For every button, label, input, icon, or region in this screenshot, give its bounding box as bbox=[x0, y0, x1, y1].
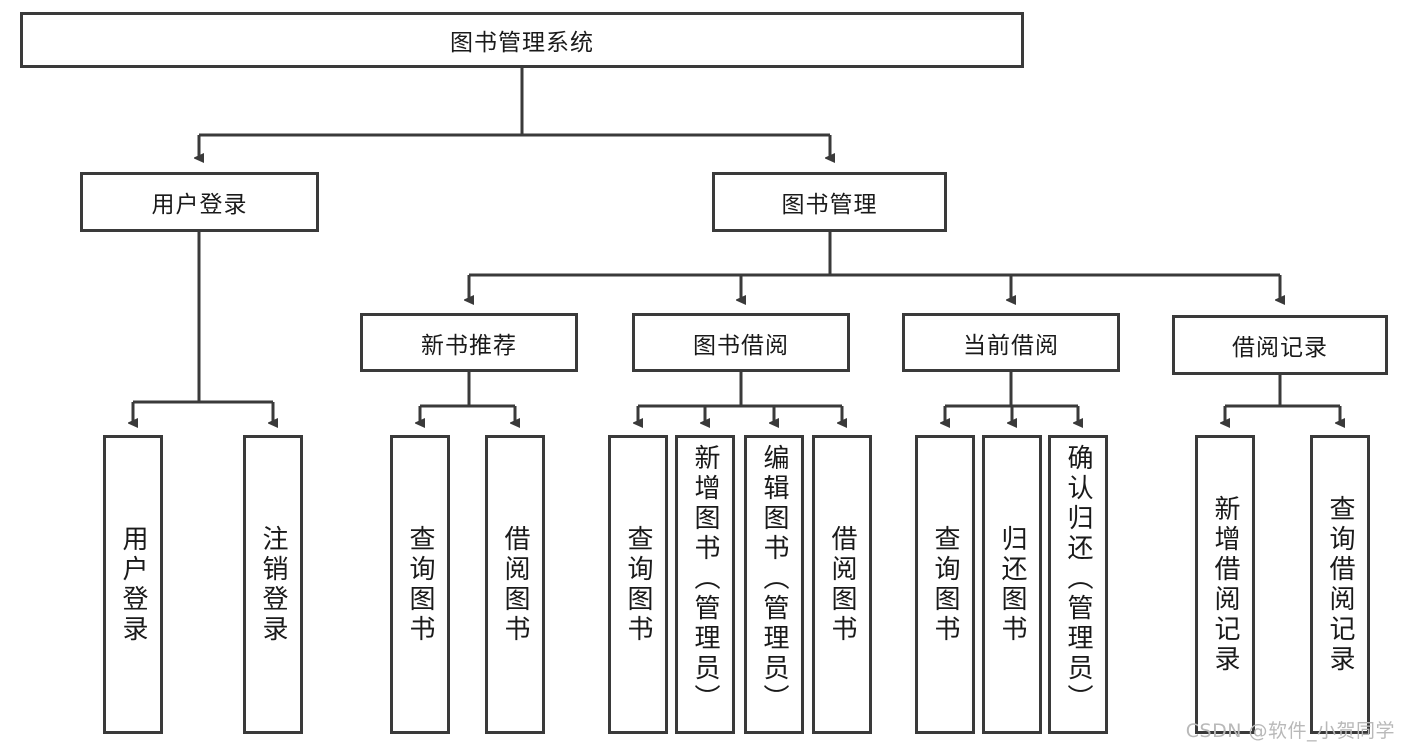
node-book-management[interactable]: 图书管理 bbox=[712, 172, 947, 232]
node-book-management-system[interactable]: 图书管理系统 bbox=[20, 12, 1024, 68]
node-label: 查询借阅记录 bbox=[1325, 494, 1356, 675]
node-borrow-record[interactable]: 借阅记录 bbox=[1172, 315, 1388, 375]
node-new-book-recommend[interactable]: 新书推荐 bbox=[360, 313, 578, 372]
node-leaf-edit-book[interactable]: 编辑图书（管理员） bbox=[744, 435, 804, 734]
node-leaf-user-login[interactable]: 用户登录 bbox=[103, 435, 163, 734]
node-label: 注销登录 bbox=[258, 524, 289, 645]
node-label: 用户登录 bbox=[151, 192, 248, 218]
node-label: 图书管理 bbox=[781, 192, 878, 218]
node-label: 查询图书 bbox=[623, 524, 654, 645]
node-leaf-query-book-2[interactable]: 查询图书 bbox=[608, 435, 668, 734]
node-leaf-query-book-3[interactable]: 查询图书 bbox=[915, 435, 975, 734]
node-current-borrow[interactable]: 当前借阅 bbox=[902, 313, 1120, 372]
node-leaf-borrow-book-2[interactable]: 借阅图书 bbox=[812, 435, 872, 734]
node-label: 当前借阅 bbox=[963, 332, 1059, 359]
node-label: 借阅图书 bbox=[500, 524, 531, 645]
node-label: 图书借阅 bbox=[693, 332, 789, 359]
node-label: 借阅图书 bbox=[827, 524, 858, 645]
node-leaf-logout-login[interactable]: 注销登录 bbox=[243, 435, 303, 734]
node-leaf-add-book[interactable]: 新增图书（管理员） bbox=[675, 435, 735, 734]
node-label: 新增借阅记录 bbox=[1210, 494, 1241, 675]
node-book-borrow[interactable]: 图书借阅 bbox=[632, 313, 850, 372]
node-label: 图书管理系统 bbox=[450, 30, 594, 56]
node-label: 用户登录 bbox=[118, 524, 149, 645]
node-leaf-add-record[interactable]: 新增借阅记录 bbox=[1195, 435, 1255, 734]
node-label: 借阅记录 bbox=[1232, 335, 1328, 361]
node-leaf-query-book-1[interactable]: 查询图书 bbox=[390, 435, 450, 734]
node-leaf-confirm-return[interactable]: 确认归还（管理员） bbox=[1048, 435, 1108, 734]
node-label: 查询图书 bbox=[930, 524, 961, 645]
node-label: 编辑图书（管理员） bbox=[759, 444, 790, 714]
node-leaf-return-book[interactable]: 归还图书 bbox=[982, 435, 1042, 734]
node-user-login[interactable]: 用户登录 bbox=[80, 172, 319, 232]
watermark-text: CSDN @软件_小贺同学 bbox=[1185, 720, 1395, 742]
node-leaf-borrow-book-1[interactable]: 借阅图书 bbox=[485, 435, 545, 734]
node-leaf-query-record[interactable]: 查询借阅记录 bbox=[1310, 435, 1370, 734]
node-label: 新增图书（管理员） bbox=[690, 444, 721, 714]
node-label: 归还图书 bbox=[997, 524, 1028, 645]
node-label: 确认归还（管理员） bbox=[1063, 444, 1094, 714]
node-label: 查询图书 bbox=[405, 524, 436, 645]
node-label: 新书推荐 bbox=[421, 332, 517, 359]
